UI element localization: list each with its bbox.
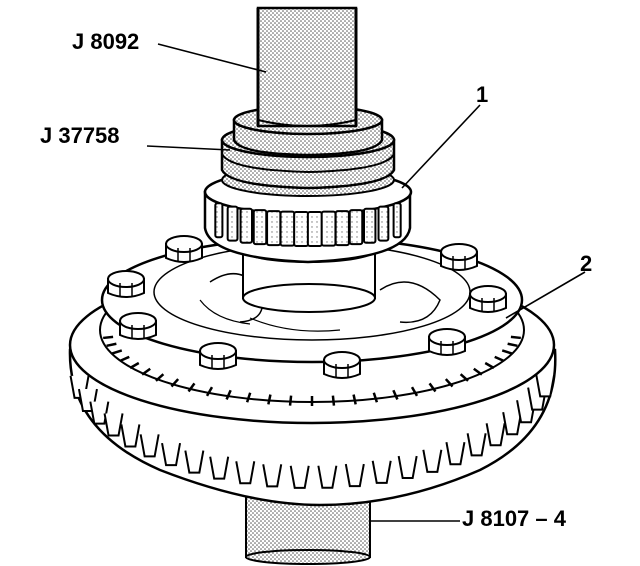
bolt-head [165, 235, 203, 263]
gear-tooth [485, 423, 506, 447]
ring-tick [205, 386, 214, 397]
bearing-roller [226, 205, 239, 242]
ring-tick [267, 394, 272, 405]
leader-j37758 [146, 145, 231, 151]
ring-tick [170, 378, 180, 388]
gear-tooth [344, 463, 365, 488]
gear-tooth [209, 456, 230, 480]
bearing-roller [266, 210, 282, 247]
gear-tooth [235, 461, 256, 485]
ring-tick [225, 389, 232, 400]
bearing-roller [279, 210, 296, 247]
leader-item-2 [505, 271, 586, 319]
bolt-head [469, 285, 507, 313]
gear-tooth [422, 449, 443, 473]
gear-tooth [502, 412, 523, 436]
ring-tick [444, 378, 454, 388]
ring-tick [352, 394, 357, 405]
ring-tick [410, 386, 419, 397]
callout-item-1: 1 [476, 82, 489, 107]
bolt-head [428, 328, 466, 356]
leader-lines [146, 43, 586, 522]
ring-tick [245, 392, 252, 403]
bolt-head [119, 312, 157, 340]
ring-tick [372, 392, 379, 403]
gear-tooth [262, 464, 283, 488]
callout-j8107-4: J 8107 – 4 [462, 506, 566, 531]
gear-tooth [371, 460, 392, 484]
bearing-roller [320, 210, 337, 247]
gear-tooth [103, 413, 124, 437]
bolt-head [440, 243, 478, 271]
gear-tooth [466, 433, 487, 457]
bearing-roller [214, 202, 224, 239]
ring-tick [473, 367, 483, 376]
ring-tick [494, 355, 505, 363]
gear-tooth [120, 424, 141, 448]
ring-tick [119, 355, 130, 363]
bearing-roller [252, 209, 268, 246]
gear-tooth [535, 374, 556, 398]
gear-tooth [397, 455, 418, 480]
bolt-head [107, 270, 145, 298]
leader-item-1 [401, 104, 481, 189]
ring-tick [459, 373, 469, 382]
ring-tick [103, 335, 114, 340]
ring-tick [187, 382, 196, 393]
ring-tick [288, 395, 293, 406]
ring-tick [141, 367, 151, 376]
ring-tick [111, 349, 123, 355]
ring-tick [331, 395, 336, 406]
gear-tooth [161, 442, 182, 467]
ring-tick [501, 349, 513, 355]
bearing-roller [306, 210, 323, 247]
bearing-roller [239, 207, 253, 244]
ring-tick [106, 342, 117, 348]
bearing-roller [334, 210, 350, 247]
ring-gear-bolts [107, 235, 507, 379]
bolt-head [323, 351, 361, 379]
leader-j8092 [157, 43, 267, 73]
gear-tooth [89, 401, 110, 425]
ring-tick [392, 389, 399, 400]
ring-tick [510, 335, 521, 340]
ring-tick [155, 373, 165, 382]
bearing-roller [392, 202, 402, 239]
callout-j37758: J 37758 [40, 123, 120, 148]
driver-handle-j8092 [256, 6, 358, 128]
ring-tick [428, 382, 437, 393]
ring-tick [507, 342, 518, 348]
gear-tooth [184, 450, 205, 474]
gear-tooth [445, 442, 466, 466]
bolt-head [199, 342, 237, 370]
bearing-roller [293, 210, 310, 247]
bearing-roller [348, 209, 364, 246]
gear-tooth [139, 434, 160, 458]
bearing-roller [377, 205, 390, 242]
callout-item-2: 2 [580, 251, 593, 276]
gear-tooth [317, 465, 338, 489]
callout-j8092: J 8092 [72, 29, 140, 54]
ring-tick [484, 361, 495, 370]
bearing-roller [363, 207, 377, 244]
gear-tooth [289, 465, 310, 489]
ring-tick [129, 361, 140, 370]
